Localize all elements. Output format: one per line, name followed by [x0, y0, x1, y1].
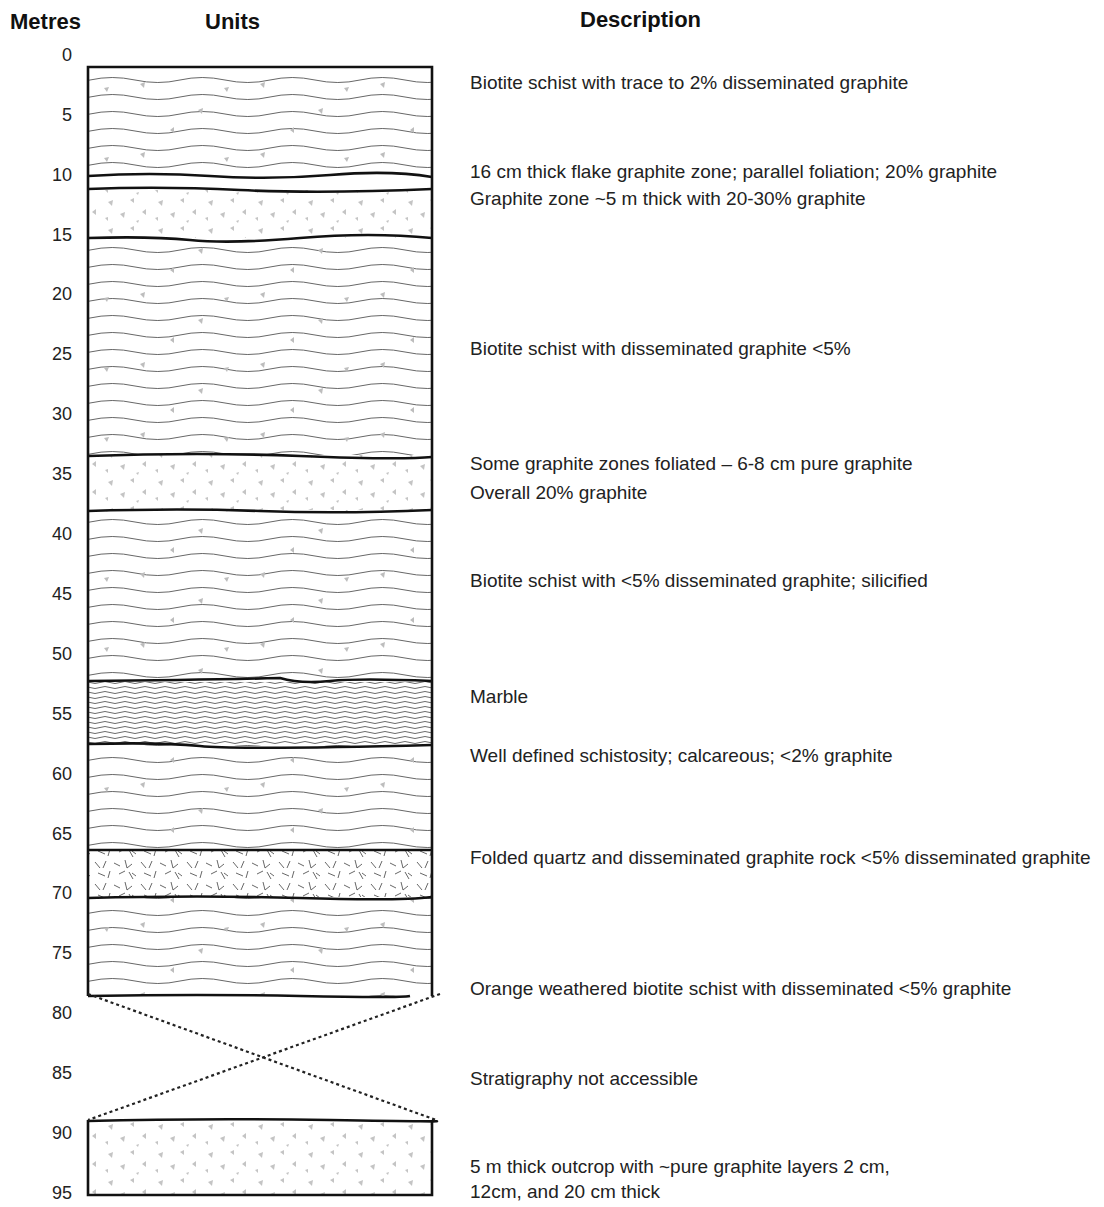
depth-label: 30 — [52, 402, 72, 426]
depth-label: 95 — [52, 1181, 72, 1205]
unit-description: Orange weathered biotite schist with dis… — [470, 976, 1011, 1002]
depth-label: 50 — [52, 642, 72, 666]
depth-label: 55 — [52, 702, 72, 726]
depth-label: 65 — [52, 822, 72, 846]
unit-description: Graphite zone ~5 m thick with 20-30% gra… — [470, 186, 866, 212]
unit-description: Some graphite zones foliated – 6-8 cm pu… — [470, 451, 913, 477]
depth-label: 85 — [52, 1061, 72, 1085]
unit-description: 5 m thick outcrop with ~pure graphite la… — [470, 1154, 915, 1205]
unit-description: Well defined schistosity; calcareous; <2… — [470, 743, 893, 769]
depth-label: 20 — [52, 282, 72, 306]
depth-label: 45 — [52, 582, 72, 606]
depth-label: 35 — [52, 462, 72, 486]
depth-label: 5 — [62, 103, 72, 127]
unit-description: Biotite schist with trace to 2% dissemin… — [470, 70, 908, 96]
unit-description: 16 cm thick flake graphite zone; paralle… — [470, 159, 997, 185]
depth-label: 25 — [52, 342, 72, 366]
depth-label: 90 — [52, 1121, 72, 1145]
depth-label: 40 — [52, 522, 72, 546]
depth-label: 60 — [52, 762, 72, 786]
column-header: Units — [205, 7, 260, 37]
depth-label: 70 — [52, 881, 72, 905]
depth-label: 10 — [52, 163, 72, 187]
depth-label: 0 — [62, 43, 72, 67]
column-header: Description — [580, 5, 701, 35]
column-header: Metres — [10, 7, 81, 37]
depth-label: 15 — [52, 223, 72, 247]
depth-label: 80 — [52, 1001, 72, 1025]
unit-description: Biotite schist with disseminated graphit… — [470, 336, 851, 362]
unit-description: Overall 20% graphite — [470, 480, 647, 506]
depth-label: 75 — [52, 941, 72, 965]
unit-description: Marble — [470, 684, 528, 710]
unit-description: Folded quartz and disseminated graphite … — [470, 845, 1102, 871]
unit-description: Biotite schist with <5% disseminated gra… — [470, 568, 928, 594]
unit-description: Stratigraphy not accessible — [470, 1066, 698, 1092]
